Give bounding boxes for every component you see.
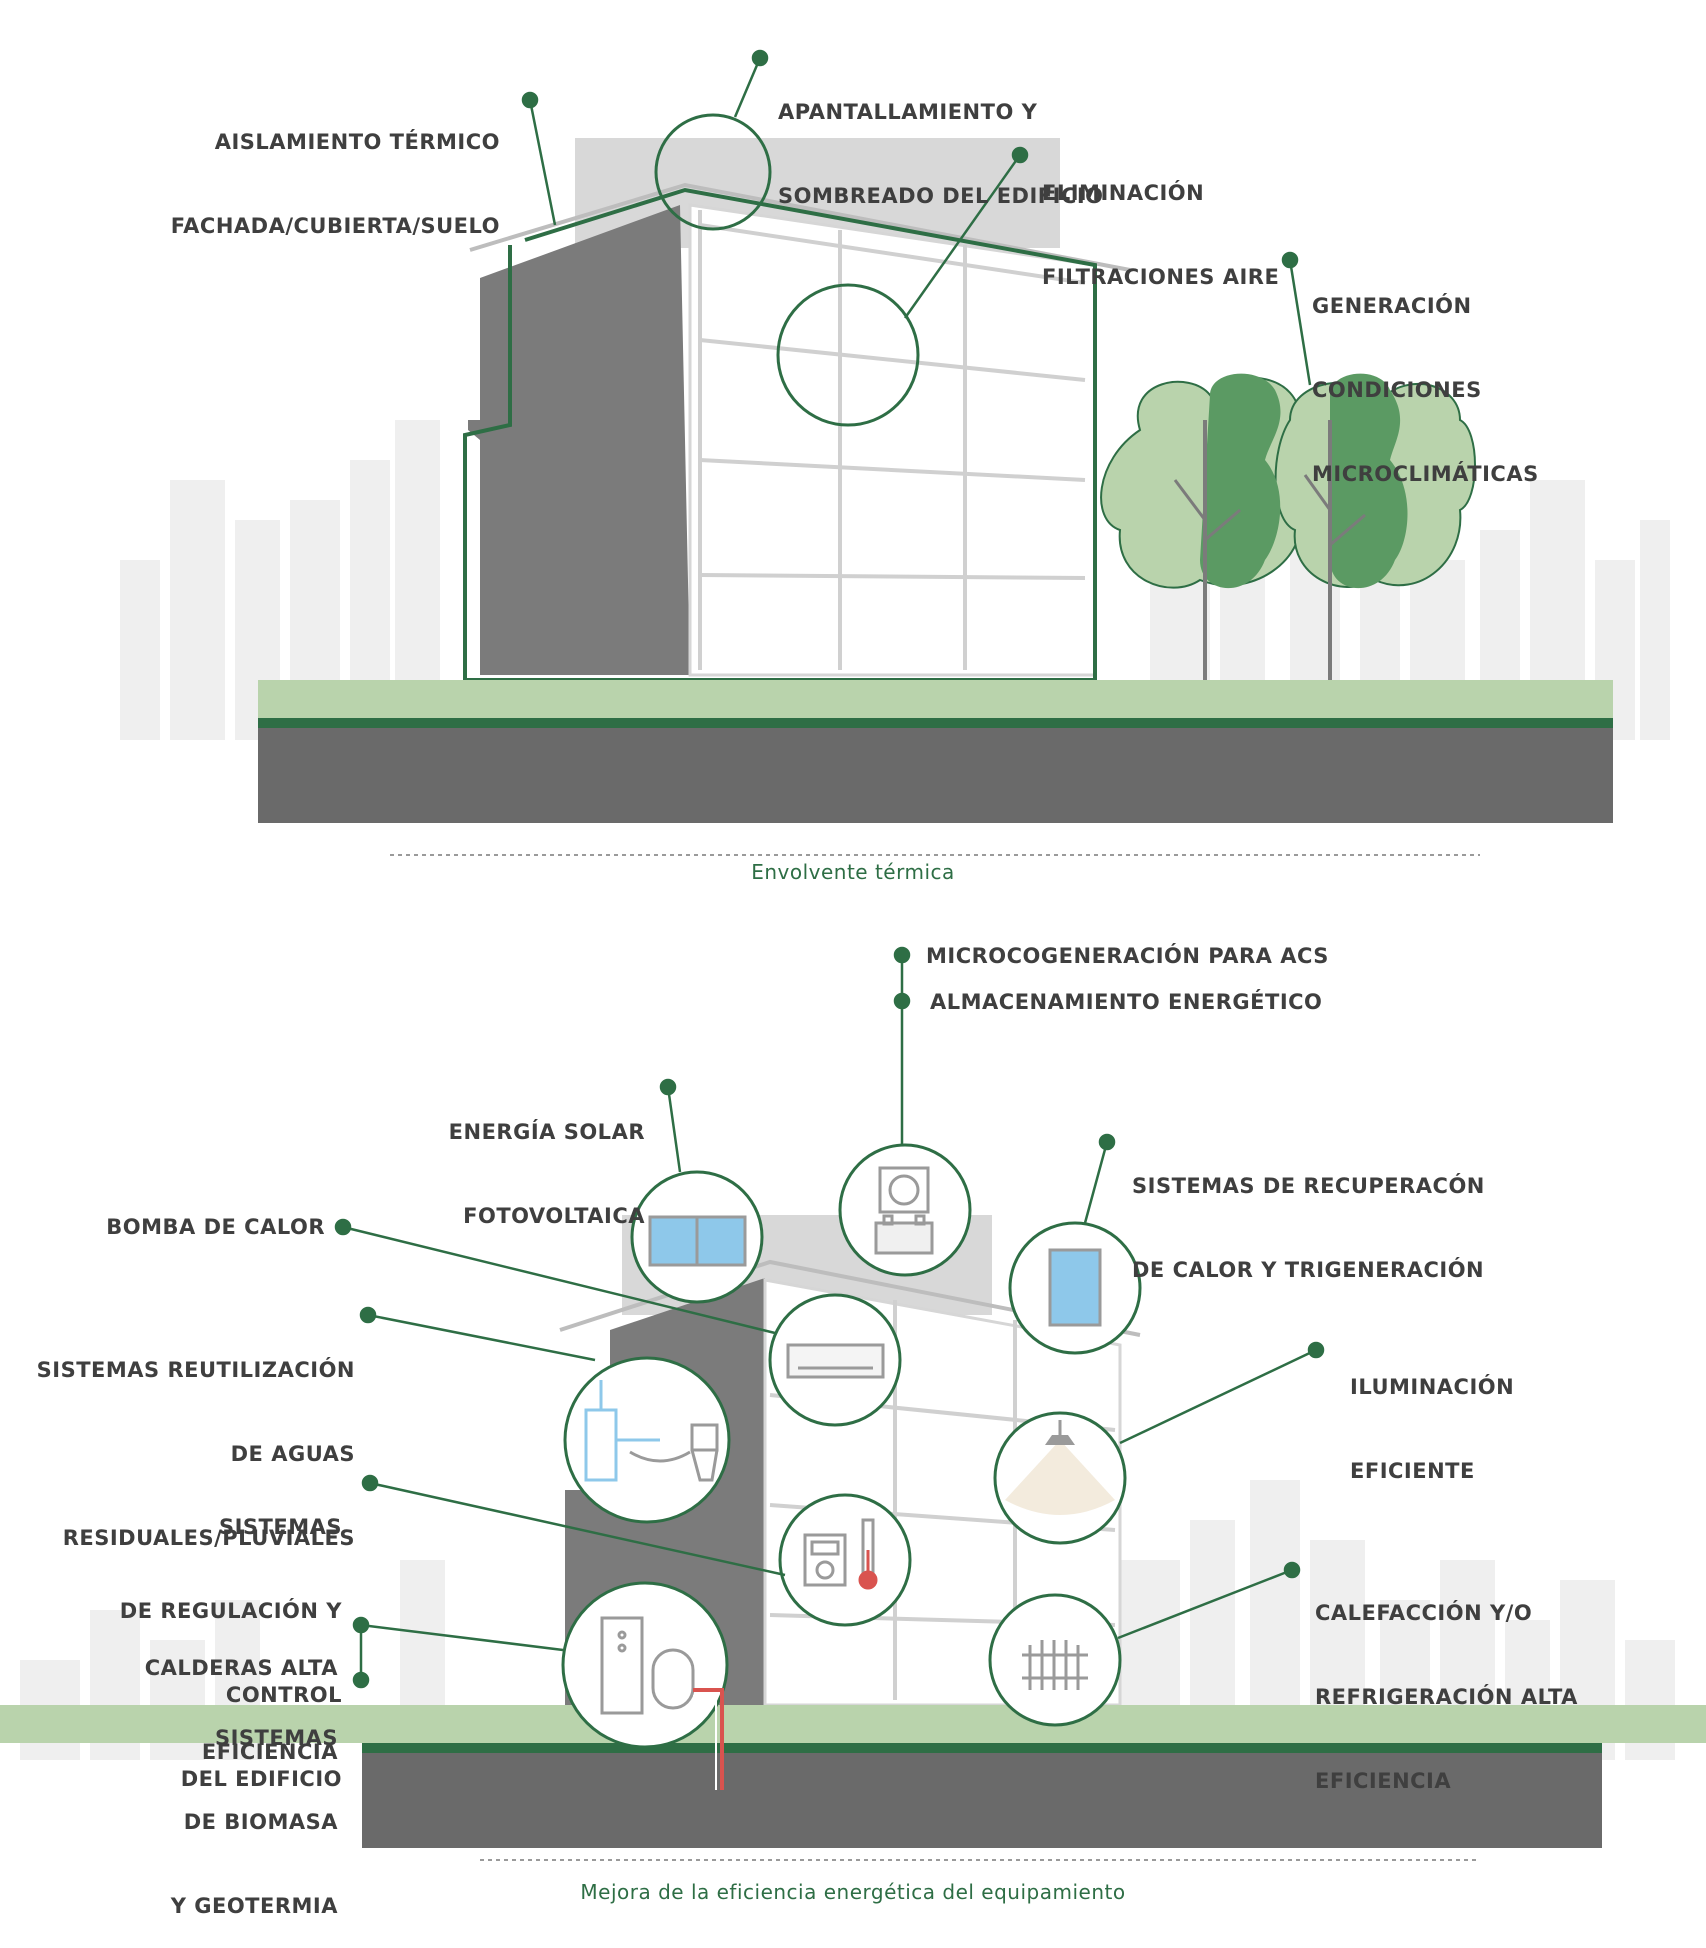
label-regulacion: SISTEMAS DE REGULACIÓN Y CONTROL DEL EDI… xyxy=(80,1457,342,1821)
label-biomasa-line3: Y GEOTERMIA xyxy=(170,1894,338,1918)
label-regulacion-line4: DEL EDIFICIO xyxy=(180,1767,342,1791)
filtraciones-circle xyxy=(776,283,920,427)
bottom-leaders xyxy=(334,946,1325,1689)
label-bomba: BOMBA DE CALOR xyxy=(106,1215,325,1239)
label-biomasa-line1: SISTEMAS xyxy=(214,1726,338,1750)
label-aislamiento-line1: AISLAMIENTO TÉRMICO xyxy=(214,130,500,154)
label-microcogeneracion: MICROCOGENERACIÓN PARA ACS xyxy=(926,944,1329,968)
label-eliminacion-line2: FILTRACIONES AIRE xyxy=(1042,265,1280,289)
top-ground-line xyxy=(258,718,1613,728)
label-solar: ENERGÍA SOLAR FOTOVOLTAICA xyxy=(400,1062,645,1258)
microcogeneracion-circle xyxy=(838,1143,972,1277)
label-eliminacion: ELIMINACIÓN FILTRACIONES AIRE xyxy=(1042,123,1279,319)
label-iluminacion: ILUMINACIÓN EFICIENTE xyxy=(1350,1317,1514,1513)
label-generacion-line3: MICROCLIMÁTICAS xyxy=(1312,462,1539,486)
label-biomasa-line2: DE BIOMASA xyxy=(183,1810,338,1834)
label-calefaccion-line3: EFICIENCIA xyxy=(1315,1769,1452,1793)
label-eliminacion-line1: ELIMINACIÓN xyxy=(1042,181,1205,205)
label-apantallamiento-line1: APANTALLAMIENTO Y xyxy=(778,100,1038,124)
label-recuperacion-line1: SISTEMAS DE RECUPERACÓN xyxy=(1132,1174,1485,1198)
solar-panel-icon xyxy=(648,1215,747,1267)
water-reuse-icon xyxy=(584,1380,719,1482)
apantallamiento-circle xyxy=(654,113,772,231)
bottom-ground-grass xyxy=(0,1705,1706,1743)
label-calefaccion-line2: REFRIGERACIÓN ALTA xyxy=(1315,1685,1578,1709)
geothermal-pipe-icon xyxy=(693,1688,724,1790)
heat-pump-unit-icon xyxy=(786,1343,885,1379)
top-side-wall xyxy=(468,205,690,675)
calderas-circle xyxy=(561,1581,729,1749)
heat-recovery-panel-icon xyxy=(1048,1248,1102,1327)
top-trees xyxy=(1100,373,1476,680)
microcogeneration-unit-icon xyxy=(874,1166,934,1255)
top-ground-grass xyxy=(258,680,1613,718)
bottom-ground-line xyxy=(362,1743,1602,1753)
label-almacenamiento: ALMACENAMIENTO ENERGÉTICO xyxy=(930,990,1323,1014)
label-apantallamiento-line2: SOMBREADO DEL EDIFICIO xyxy=(778,184,1104,208)
label-calefaccion-line1: CALEFACCIÓN Y/O xyxy=(1315,1601,1533,1625)
label-recuperacion-line2: DE CALOR Y TRIGENERACIÓN xyxy=(1132,1258,1485,1282)
label-generacion-line1: GENERACIÓN xyxy=(1312,294,1472,318)
bottom-caption: Mejora de la eficiencia energética del e… xyxy=(580,1880,1126,1904)
label-calderas-line2: EFICIENCIA xyxy=(201,1740,338,1764)
boiler-icon xyxy=(600,1616,695,1715)
bottom-ground-soil xyxy=(362,1753,1602,1848)
label-iluminacion-line1: ILUMINACIÓN xyxy=(1350,1375,1515,1399)
label-regulacion-line1: SISTEMAS xyxy=(218,1515,342,1539)
label-solar-line2: FOTOVOLTAICA xyxy=(463,1204,645,1228)
label-recuperacion: SISTEMAS DE RECUPERACÓN DE CALOR Y TRIGE… xyxy=(1132,1116,1485,1312)
thermostat-icon xyxy=(803,1518,878,1590)
label-aislamiento: AISLAMIENTO TÉRMICO FACHADA/CUBIERTA/SUE… xyxy=(120,72,500,268)
geothermal-pipe-inner xyxy=(693,1695,717,1790)
label-iluminacion-line2: EFICIENTE xyxy=(1350,1459,1475,1483)
label-reutilizacion-line2: DE AGUAS xyxy=(230,1442,355,1466)
label-biomasa: SISTEMAS DE BIOMASA Y GEOTERMIA xyxy=(80,1668,338,1948)
label-generacion: GENERACIÓN CONDICIONES MICROCLIMÁTICAS xyxy=(1312,236,1539,516)
top-ground-soil xyxy=(258,728,1613,823)
label-solar-line1: ENERGÍA SOLAR xyxy=(448,1120,645,1144)
radiator-icon xyxy=(1022,1640,1088,1690)
efficient-lamp-icon xyxy=(1005,1420,1115,1515)
label-calefaccion: CALEFACCIÓN Y/O REFRIGERACIÓN ALTA EFICI… xyxy=(1315,1543,1578,1823)
label-reutilizacion-line1: SISTEMAS REUTILIZACIÓN xyxy=(36,1358,355,1382)
top-roof-line xyxy=(469,182,1131,272)
label-calderas: CALDERAS ALTA EFICIENCIA xyxy=(80,1598,338,1794)
label-calderas-line1: CALDERAS ALTA xyxy=(144,1656,338,1680)
label-reutilizacion: SISTEMAS REUTILIZACIÓN DE AGUAS RESIDUAL… xyxy=(20,1300,355,1580)
label-regulacion-line2: DE REGULACIÓN Y xyxy=(119,1599,342,1623)
top-window-grid xyxy=(698,210,1086,670)
label-apantallamiento: APANTALLAMIENTO Y SOMBREADO DEL EDIFICIO xyxy=(778,42,1104,238)
label-generacion-line2: CONDICIONES xyxy=(1312,378,1482,402)
top-caption: Envolvente térmica xyxy=(751,860,955,884)
top-leaders xyxy=(521,49,1312,386)
label-aislamiento-line2: FACHADA/CUBIERTA/SUELO xyxy=(170,214,500,238)
label-regulacion-line3: CONTROL xyxy=(225,1683,342,1707)
label-reutilizacion-line3: RESIDUALES/PLUVIALES xyxy=(62,1526,355,1550)
